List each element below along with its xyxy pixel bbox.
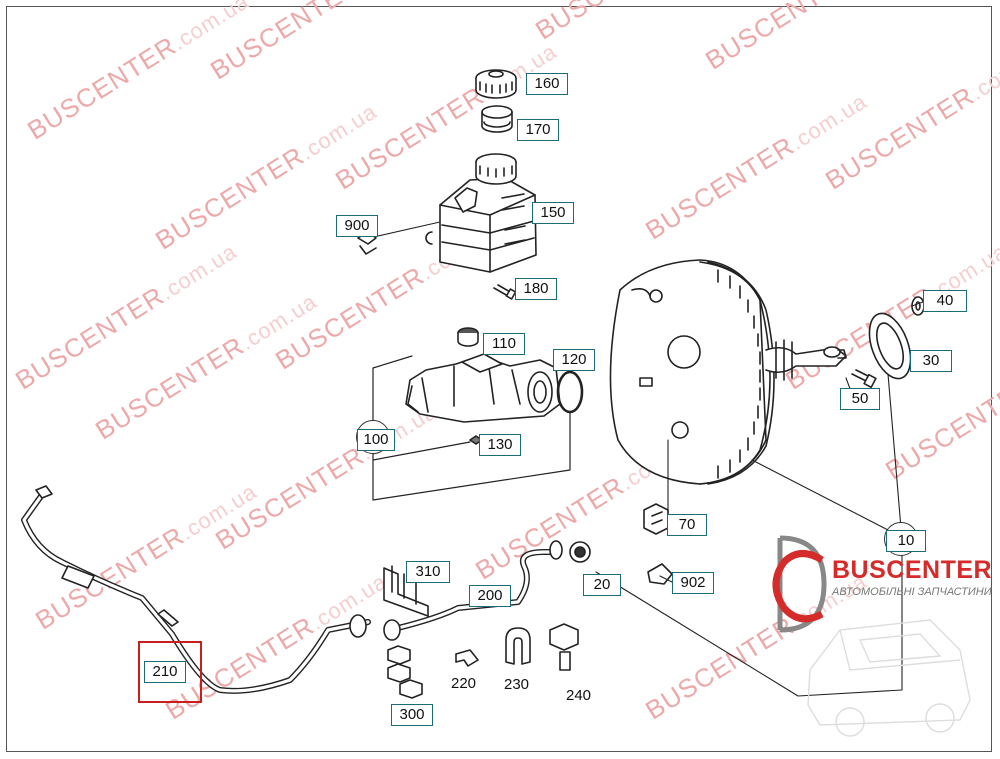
gasket-part: [868, 312, 912, 380]
buscenter-logo-mark: [772, 535, 827, 633]
label-220[interactable]: 220: [451, 675, 477, 692]
callout-50[interactable]: 50: [840, 388, 880, 410]
holder-part: [383, 565, 429, 617]
callout-100[interactable]: 100: [357, 429, 395, 451]
logo-tagline: АВТОМОБІЛЬНІ ЗАПЧАСТИНИ: [832, 586, 992, 598]
callout-10[interactable]: 10: [886, 530, 926, 552]
callout-160[interactable]: 160: [526, 73, 568, 95]
grommet-part: [569, 541, 591, 563]
bracket-part: [647, 563, 673, 585]
callout-900[interactable]: 900: [336, 215, 378, 237]
clamp-part: [455, 649, 479, 667]
callout-70[interactable]: 70: [667, 514, 707, 536]
van-sketch-icon: [807, 619, 971, 737]
vacuum-sensor-part: [643, 503, 669, 535]
callout-170[interactable]: 170: [517, 119, 559, 141]
callout-310[interactable]: 310: [406, 561, 450, 583]
clip-part: [357, 231, 377, 255]
diagram-frame: [6, 6, 992, 752]
vacuum-line-part: [21, 485, 371, 694]
clip-set-part: [387, 645, 423, 699]
callout-300[interactable]: 300: [391, 704, 433, 726]
reservoir-cap-part: [475, 69, 517, 99]
callout-210[interactable]: 210: [144, 661, 186, 683]
callout-902[interactable]: 902: [672, 572, 714, 594]
callout-180[interactable]: 180: [515, 278, 557, 300]
callout-20[interactable]: 20: [583, 574, 621, 596]
brake-booster-part: [609, 259, 847, 485]
callout-130[interactable]: 130: [479, 434, 521, 456]
callout-110[interactable]: 110: [483, 333, 525, 355]
strainer-part: [481, 105, 513, 133]
label-240[interactable]: 240: [566, 687, 592, 704]
highlight-box-210: [138, 641, 202, 703]
callout-150[interactable]: 150: [532, 202, 574, 224]
screw-part: [493, 284, 517, 300]
callout-200[interactable]: 200: [469, 585, 511, 607]
o-ring-part: [556, 370, 584, 414]
clamp-part: [549, 623, 579, 671]
callout-30[interactable]: 30: [910, 350, 952, 372]
brake-fluid-reservoir-part: [425, 153, 537, 273]
callout-120[interactable]: 120: [553, 349, 595, 371]
callout-40[interactable]: 40: [923, 290, 967, 312]
master-cylinder-part: [405, 353, 561, 423]
label-230[interactable]: 230: [504, 676, 530, 693]
logo-name: BUSCENTER: [832, 556, 993, 584]
vacuum-hose-part: [383, 540, 563, 641]
clamp-part: [505, 627, 531, 665]
seal-part: [457, 327, 479, 347]
bolt-part: [851, 369, 877, 389]
